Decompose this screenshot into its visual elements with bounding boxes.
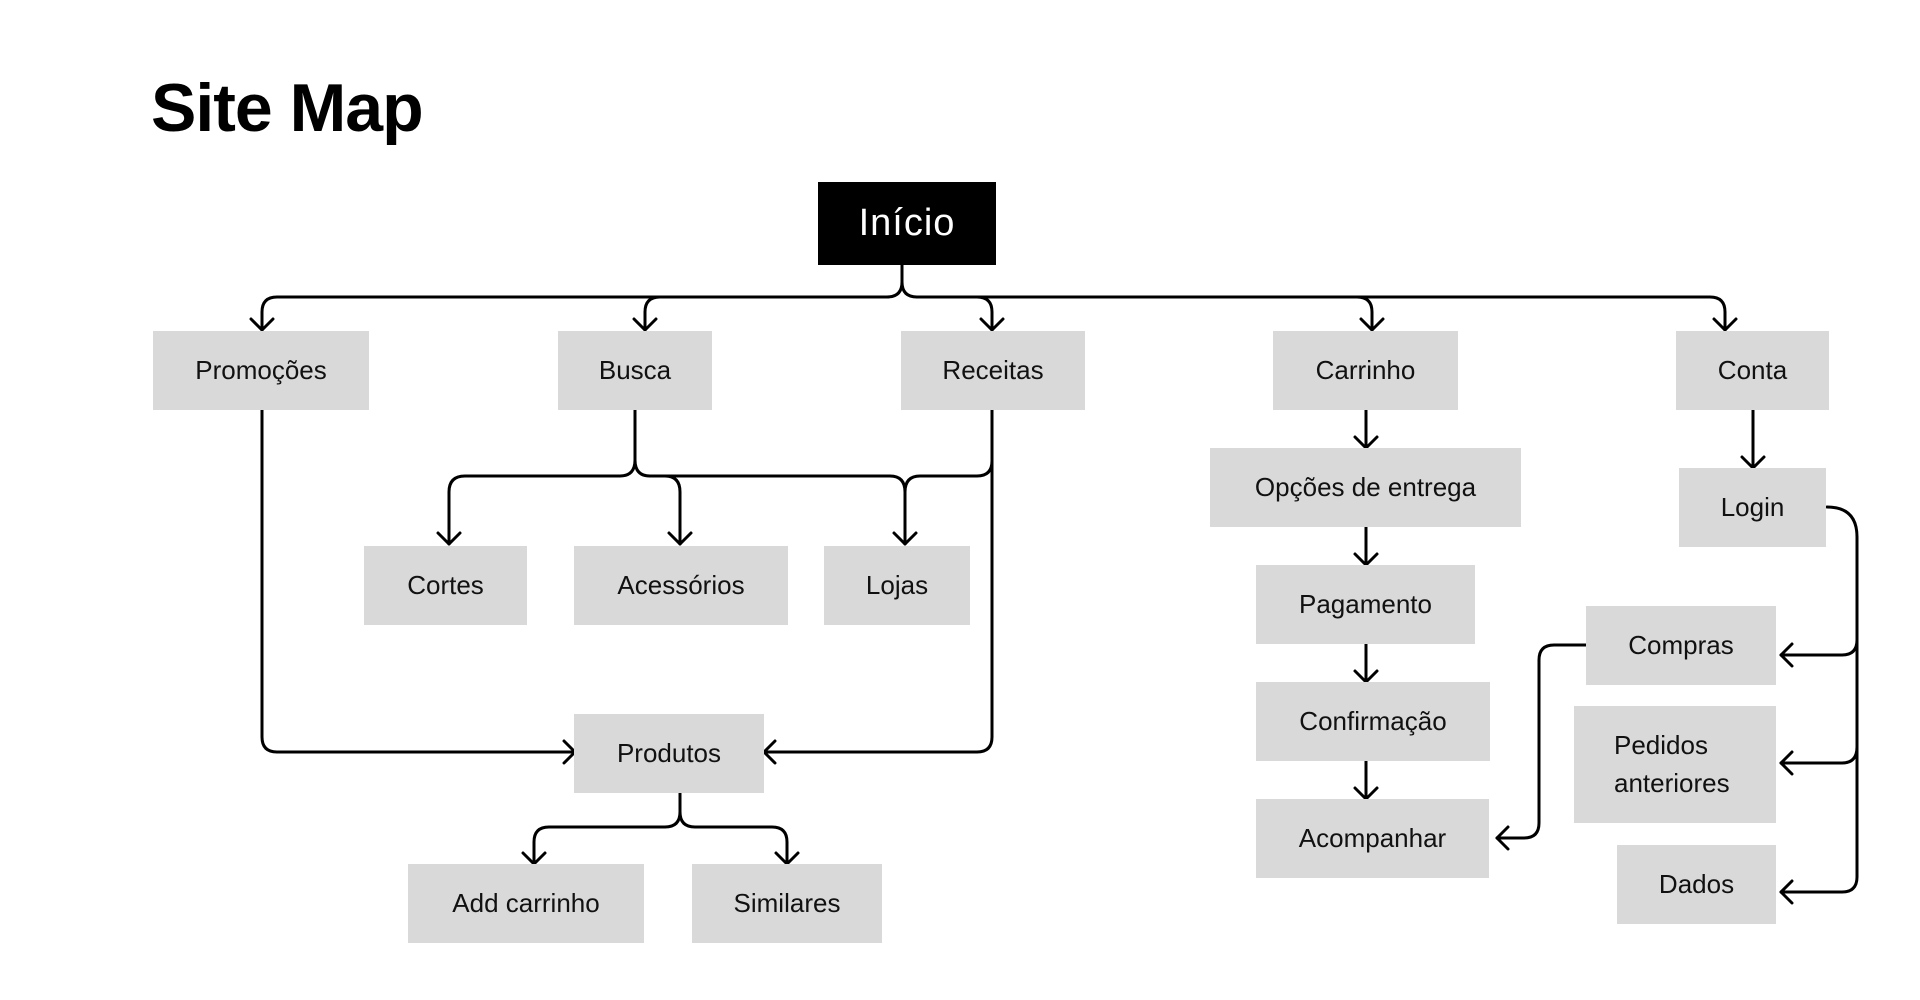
edge-produtos-similares (678, 810, 789, 866)
edge-login-compras (1779, 638, 1859, 657)
node-promocoes[interactable]: Promoções (153, 331, 369, 410)
node-cortes[interactable]: Cortes (364, 546, 527, 625)
node-busca[interactable]: Busca (558, 331, 712, 410)
node-receitas[interactable]: Receitas (901, 331, 1085, 410)
node-pedidos-anteriores[interactable]: Pedidos anteriores (1574, 706, 1776, 823)
node-similares[interactable]: Similares (692, 864, 882, 943)
node-inicio[interactable]: Início (818, 182, 996, 265)
edge-promocoes-produtos (260, 408, 577, 754)
edge-receitas-lojas (903, 408, 994, 494)
edge-bus-left (260, 295, 889, 332)
node-login[interactable]: Login (1679, 468, 1826, 547)
arrowhead-acessorios (667, 531, 693, 546)
edge-busca-stem (447, 408, 637, 546)
arrowhead-conta (1712, 317, 1738, 332)
node-acompanhar[interactable]: Acompanhar (1256, 799, 1489, 878)
arrowhead-carrinho (1359, 317, 1385, 332)
node-acessorios[interactable]: Acessórios (574, 546, 788, 625)
node-compras[interactable]: Compras (1586, 606, 1776, 685)
edge-bus-carrinho (1355, 295, 1374, 332)
node-add-carrinho[interactable]: Add carrinho (408, 864, 644, 943)
node-conta[interactable]: Conta (1676, 331, 1829, 410)
arrowhead-receitas (979, 317, 1005, 332)
edge-produtos-stem (532, 790, 682, 866)
node-pagamento[interactable]: Pagamento (1256, 565, 1475, 644)
edge-compras-acompanhar (1495, 643, 1590, 840)
arrowhead-cortes (436, 531, 462, 546)
edge-login-pedidos (1779, 745, 1859, 765)
edge-bus-receitas (915, 295, 994, 332)
arrowhead-dados (1779, 879, 1794, 905)
arrowheads (249, 317, 1794, 905)
node-confirmacao[interactable]: Confirmação (1256, 682, 1490, 761)
page-title: Site Map (151, 70, 424, 146)
edge-bus-busca (643, 295, 662, 332)
arrowhead-produtos-right (762, 739, 777, 765)
edge-inicio-trunk (885, 263, 919, 299)
node-lojas[interactable]: Lojas (824, 546, 970, 625)
arrowhead-lojas (892, 531, 918, 546)
edge-login-bracket (1779, 505, 1859, 894)
edge-receitas-produtos (762, 459, 994, 754)
node-produtos[interactable]: Produtos (574, 714, 764, 793)
node-carrinho[interactable]: Carrinho (1273, 331, 1458, 410)
connector-lines-tree (260, 263, 1859, 894)
arrowhead-promocoes (249, 317, 275, 332)
arrowhead-compras (1779, 642, 1794, 668)
arrowhead-pedidos (1779, 750, 1794, 776)
node-opcoes-entrega[interactable]: Opções de entrega (1210, 448, 1521, 527)
arrowhead-acompanhar-side (1495, 825, 1510, 851)
node-dados[interactable]: Dados (1617, 845, 1776, 924)
edge-bus-right (915, 295, 1727, 332)
edge-busca-acessorios (633, 458, 682, 546)
arrowhead-busca (632, 317, 658, 332)
